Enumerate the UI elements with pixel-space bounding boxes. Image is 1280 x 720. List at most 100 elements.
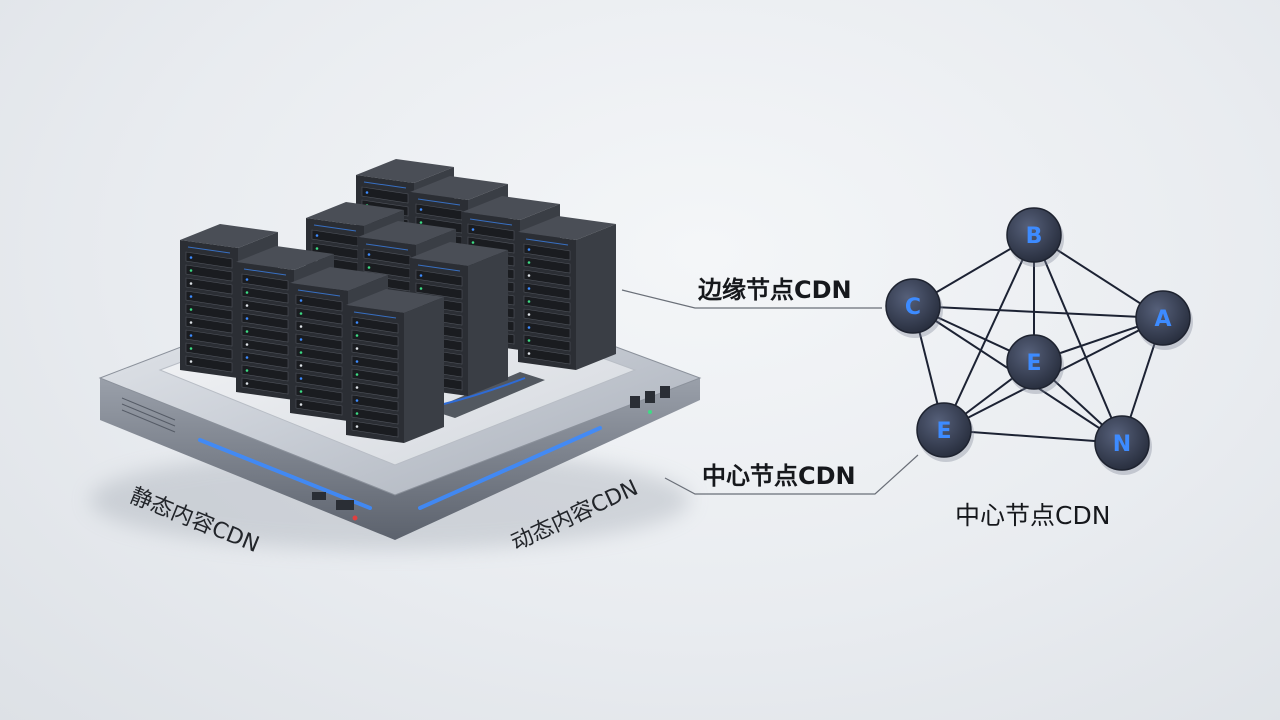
server-unit xyxy=(295,346,343,364)
server-unit xyxy=(185,342,233,360)
status-led-icon xyxy=(189,256,193,259)
status-led-icon xyxy=(299,325,303,328)
status-led-icon xyxy=(245,278,249,281)
server-unit xyxy=(523,321,571,339)
network-node-bottom-left: E xyxy=(916,402,974,462)
server-unit xyxy=(295,294,343,312)
server-unit xyxy=(351,420,399,438)
server-unit xyxy=(241,299,289,317)
edge-cdn-callout-line xyxy=(621,289,882,309)
server-unit xyxy=(415,269,463,287)
status-led-icon xyxy=(527,313,531,316)
network-edge-top-bottom-right xyxy=(1033,234,1123,444)
network-nodes: B C E A E N xyxy=(885,207,1193,475)
server-unit xyxy=(295,333,343,351)
status-led-icon xyxy=(189,282,193,285)
status-led-icon xyxy=(315,247,319,250)
status-led-icon xyxy=(355,321,359,324)
network-node-center: E xyxy=(1006,334,1064,394)
cable-tray xyxy=(430,372,545,418)
status-led-icon xyxy=(189,334,193,337)
status-led-icon xyxy=(245,330,249,333)
network-node-right: A xyxy=(1135,290,1193,350)
server-unit xyxy=(351,342,399,360)
network-edge-bottom-left-bottom-right xyxy=(943,429,1123,444)
status-led-icon xyxy=(527,326,531,329)
status-led-icon xyxy=(419,221,423,224)
server-unit xyxy=(351,355,399,373)
center-cdn-caption: 中心节点CDN xyxy=(955,501,1111,530)
status-led-icon xyxy=(355,425,359,428)
server-unit xyxy=(185,355,233,373)
status-led-icon xyxy=(355,399,359,402)
server-unit xyxy=(185,316,233,334)
server-unit xyxy=(467,223,515,241)
server-unit xyxy=(351,316,399,334)
status-led-icon xyxy=(471,241,475,244)
server-unit xyxy=(523,295,571,313)
status-led-icon xyxy=(299,403,303,406)
server-rack xyxy=(346,289,444,443)
status-led-icon xyxy=(245,317,249,320)
cable-icon xyxy=(439,377,526,406)
server-unit xyxy=(241,273,289,291)
center-cdn-callout-line xyxy=(664,454,919,495)
network-node-letter: C xyxy=(905,295,921,320)
network-node-left: C xyxy=(885,278,943,338)
server-rack-group xyxy=(180,159,616,443)
server-unit xyxy=(295,398,343,416)
status-led-icon xyxy=(299,299,303,302)
server-unit xyxy=(241,364,289,382)
server-unit xyxy=(185,264,233,282)
server-unit xyxy=(295,385,343,403)
port-icon xyxy=(312,492,326,500)
status-led-icon xyxy=(245,369,249,372)
status-led-icon xyxy=(355,347,359,350)
status-led-icon xyxy=(299,351,303,354)
server-unit xyxy=(467,236,515,254)
server-unit xyxy=(361,186,409,204)
status-led-icon xyxy=(299,364,303,367)
network-edge-left-right xyxy=(912,305,1164,319)
status-led-icon xyxy=(527,261,531,264)
network-node-letter: B xyxy=(1026,224,1043,249)
server-rack xyxy=(518,216,616,370)
status-led-icon xyxy=(299,338,303,341)
status-led-icon xyxy=(245,304,249,307)
status-led-icon xyxy=(365,191,369,194)
platform-front-ports xyxy=(630,386,670,414)
status-led-icon xyxy=(419,287,423,290)
status-led-icon xyxy=(245,291,249,294)
server-unit xyxy=(523,269,571,287)
status-led-icon xyxy=(527,274,531,277)
status-led-icon xyxy=(355,360,359,363)
status-led-icon xyxy=(315,234,319,237)
server-unit xyxy=(351,394,399,412)
network-node-letter: A xyxy=(1154,307,1171,332)
server-unit xyxy=(185,277,233,295)
server-unit xyxy=(523,334,571,352)
edge-cdn-label: 边缘节点CDN xyxy=(698,276,852,304)
status-led-icon xyxy=(245,356,249,359)
server-unit xyxy=(523,282,571,300)
status-led-icon xyxy=(355,412,359,415)
server-unit xyxy=(185,251,233,269)
status-led-icon xyxy=(189,321,193,324)
status-led-icon xyxy=(367,253,371,256)
server-unit xyxy=(241,312,289,330)
status-led-icon xyxy=(527,300,531,303)
platform-right-glow xyxy=(418,426,602,510)
center-cdn-callout-label: 中心节点CDN xyxy=(702,462,856,490)
server-unit xyxy=(523,243,571,261)
network-edge-top-bottom-left xyxy=(943,234,1035,431)
network-node-letter: N xyxy=(1113,432,1131,457)
status-led-icon xyxy=(299,390,303,393)
status-led-icon xyxy=(245,343,249,346)
status-led-icon xyxy=(189,347,193,350)
server-unit xyxy=(351,381,399,399)
server-unit xyxy=(351,329,399,347)
status-led-icon xyxy=(355,386,359,389)
server-unit xyxy=(351,407,399,425)
status-led-icon xyxy=(189,360,193,363)
server-unit xyxy=(523,308,571,326)
